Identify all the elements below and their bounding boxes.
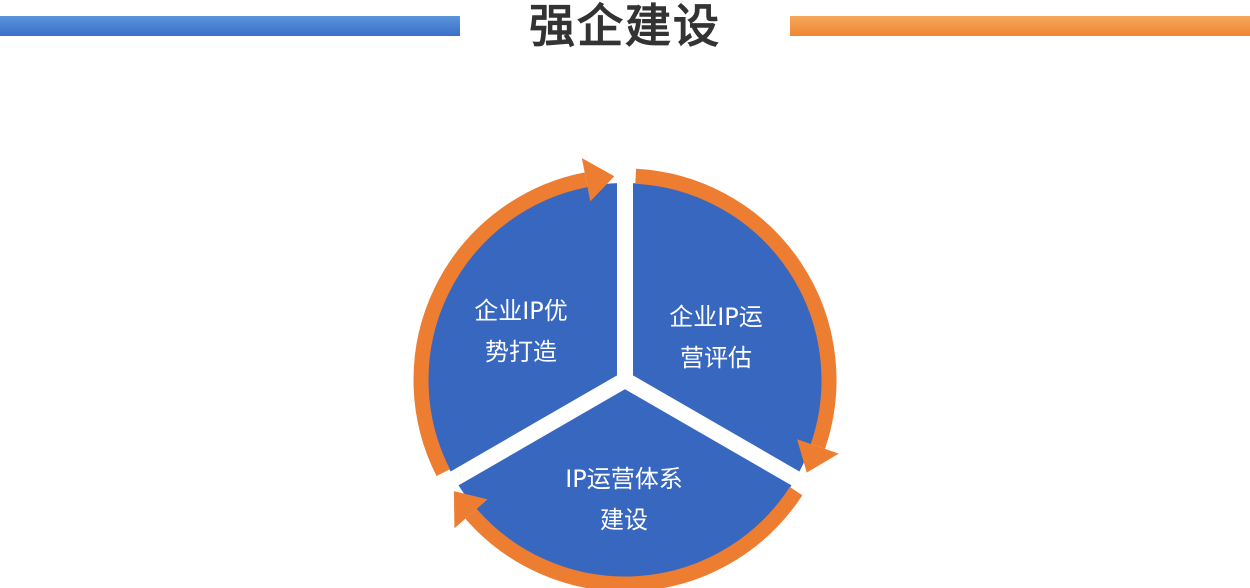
left-decorative-bar	[0, 16, 460, 36]
segment-1-label-line1: 企业IP优	[474, 297, 568, 325]
segment-2-label-line1: 企业IP运	[669, 303, 763, 331]
segment-divider	[621, 373, 826, 501]
page-title: 强企建设	[529, 0, 721, 53]
segment-3-label-line2: 建设	[600, 506, 648, 534]
segment-divider	[424, 373, 629, 501]
arrowhead-icon	[453, 491, 488, 529]
right-decorative-bar	[790, 16, 1250, 36]
segment-3-label-line1: IP运营体系	[565, 465, 683, 493]
cycle-arc	[635, 168, 837, 449]
arrowhead-icon	[581, 158, 615, 202]
cycle-arc	[413, 172, 588, 477]
segment-2-label-line2: 营评估	[680, 344, 752, 372]
arrowhead-icon	[797, 439, 839, 473]
cycle-arc	[465, 487, 803, 588]
segment-1-label-line2: 势打造	[485, 338, 557, 366]
